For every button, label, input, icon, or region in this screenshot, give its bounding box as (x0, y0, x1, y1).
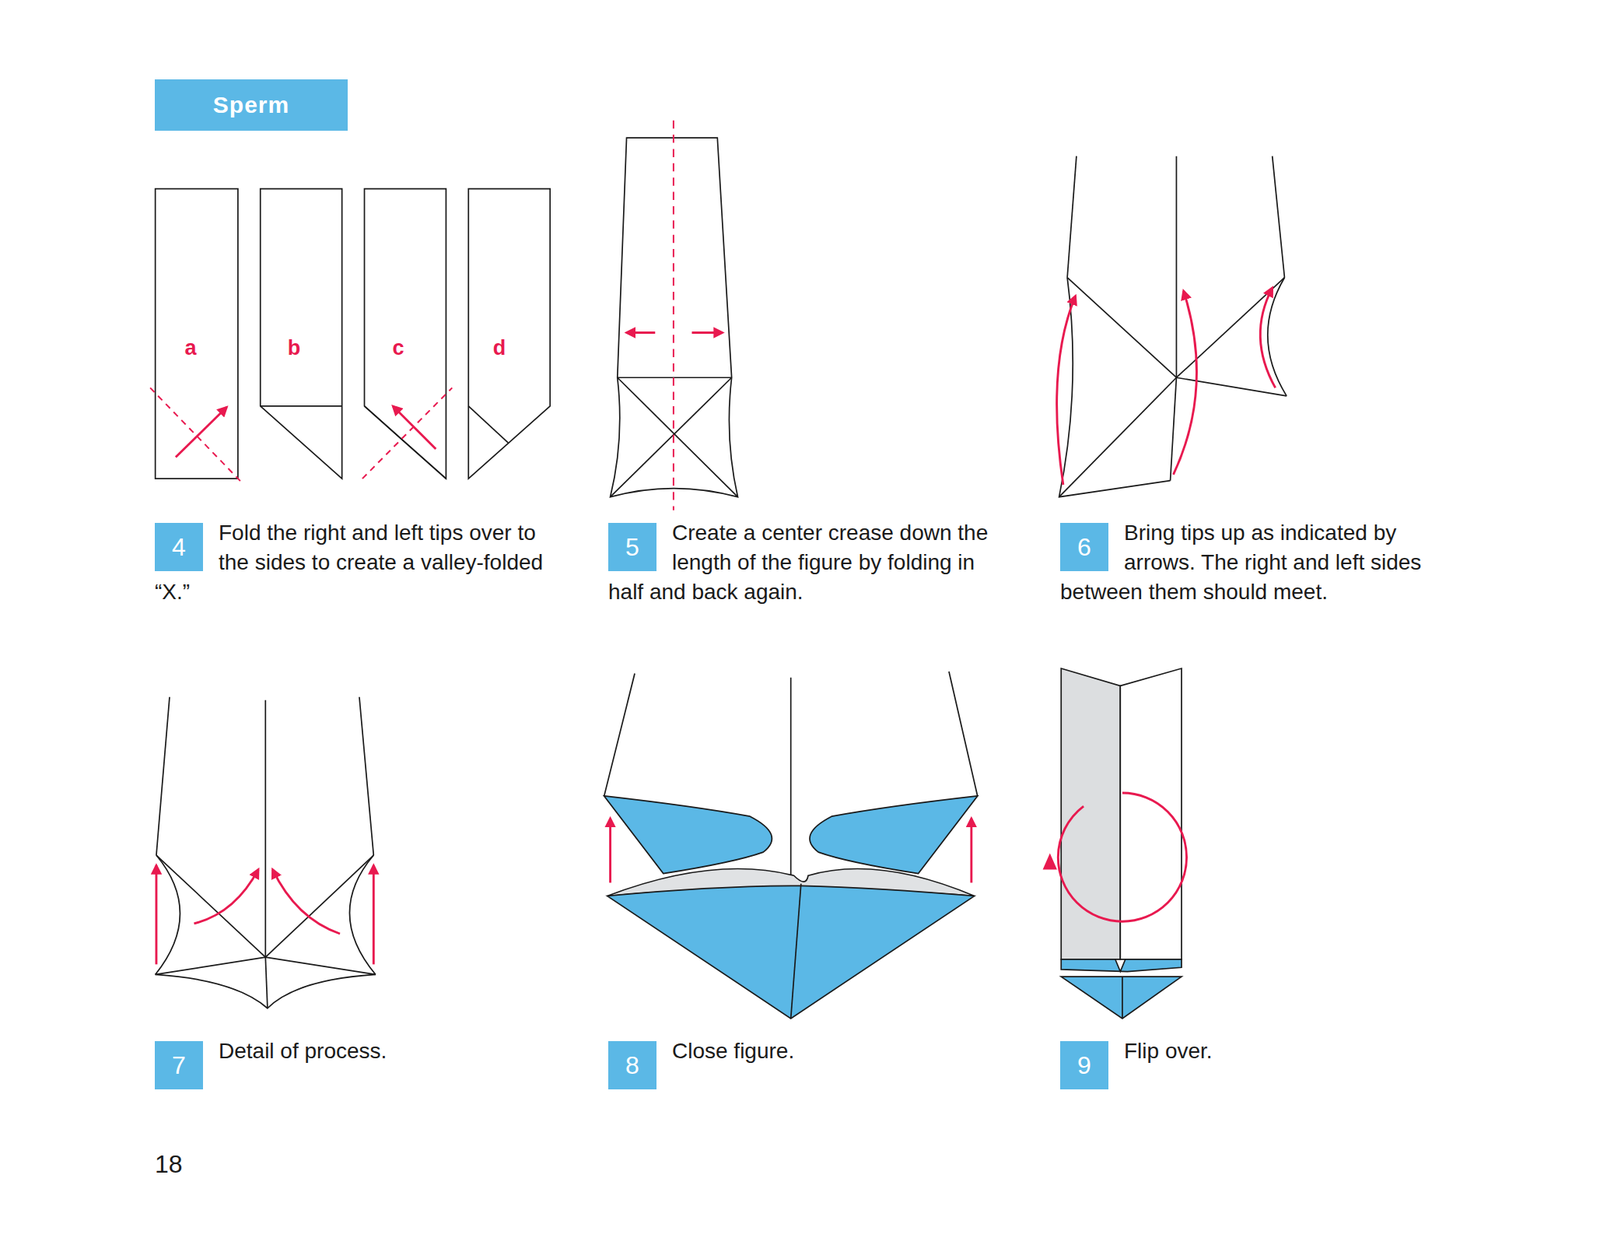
step-number-text: 5 (625, 532, 640, 562)
step-number-text: 9 (1077, 1050, 1092, 1080)
step-number: 8 (608, 1040, 657, 1089)
step-instruction: Close figure. (608, 1036, 1013, 1096)
step-number-text: 8 (625, 1050, 640, 1080)
step-number-text: 6 (1077, 532, 1092, 562)
instruction-text: Create a center crease down the length o… (608, 520, 988, 604)
step-number-text: 7 (171, 1050, 186, 1080)
number-spacer (1060, 1036, 1124, 1096)
step-number-text: 4 (171, 532, 186, 562)
instruction-text: Close figure. (672, 1038, 795, 1063)
substep-letter: b (287, 336, 302, 361)
page-number: 18 (154, 1149, 183, 1179)
substep-letter: c (392, 336, 404, 361)
step-instruction: Bring tips up as indicated by arrows. Th… (1060, 518, 1465, 607)
step-number: 9 (1060, 1040, 1109, 1089)
substep-letter: a (184, 336, 197, 361)
step-number: 6 (1060, 522, 1109, 571)
title-banner: Sperm (154, 79, 348, 131)
instruction-text: Fold the right and left tips over to the… (154, 520, 543, 604)
step-instruction: Create a center crease down the length o… (608, 518, 1013, 607)
instruction-text: Bring tips up as indicated by arrows. Th… (1060, 520, 1422, 604)
step-number: 7 (154, 1040, 204, 1089)
number-spacer (608, 518, 673, 578)
instruction-text: Detail of process. (218, 1038, 387, 1063)
step-instruction: Detail of process. (154, 1036, 560, 1096)
number-spacer (154, 518, 219, 578)
instruction-text: Flip over. (1123, 1038, 1213, 1063)
substep-letter: d (493, 336, 507, 361)
step-instruction: Flip over. (1060, 1036, 1465, 1096)
number-spacer (154, 1036, 219, 1096)
number-spacer (1060, 518, 1124, 578)
step-number: 5 (608, 522, 657, 571)
step-number: 4 (154, 522, 204, 571)
step-instruction: Fold the right and left tips over to the… (154, 518, 560, 607)
number-spacer (608, 1036, 673, 1096)
